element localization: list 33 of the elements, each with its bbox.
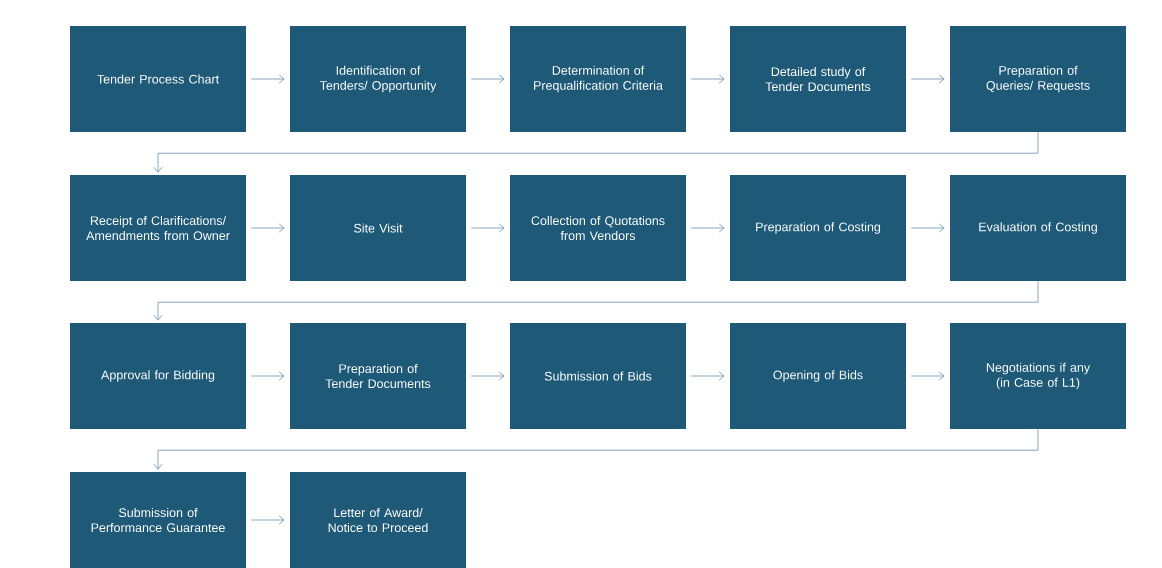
arrow: [153, 131, 1039, 173]
arrow: [498, 223, 505, 233]
arrow: [498, 371, 505, 381]
arrow: [718, 371, 725, 381]
arrow: [718, 74, 725, 84]
process-box: Detailed study of Tender Documents: [730, 26, 906, 132]
process-box: Evaluation of Costing: [950, 175, 1126, 281]
process-box: Site Visit: [290, 175, 466, 281]
process-box: Submission of Performance Guarantee: [70, 472, 246, 568]
arrow: [153, 280, 1039, 321]
process-box: Determination of Prequalification Criteria: [510, 26, 686, 132]
arrow: [498, 74, 505, 84]
arrow: [278, 515, 285, 525]
arrow: [938, 223, 945, 233]
process-box: Negotiations if any (in Case of L1): [950, 323, 1126, 429]
arrow: [278, 74, 285, 84]
process-box: Preparation of Queries/ Requests: [950, 26, 1126, 132]
process-box: Identification of Tenders/ Opportunity: [290, 26, 466, 132]
arrow: [278, 371, 285, 381]
arrow: [153, 428, 1039, 470]
arrow: [718, 223, 725, 233]
arrow: [938, 371, 945, 381]
process-box: Approval for Bidding: [70, 323, 246, 429]
process-box: Preparation of Costing: [730, 175, 906, 281]
process-box: Letter of Award/ Notice to Proceed: [290, 472, 466, 568]
process-box: Tender Process Chart: [70, 26, 246, 132]
arrow: [278, 223, 285, 233]
process-box: Opening of Bids: [730, 323, 906, 429]
process-box: Collection of Quotations from Vendors: [510, 175, 686, 281]
process-box: Receipt of Clarifications/ Amendments from Owner: [70, 175, 246, 281]
process-box: Preparation of Tender Documents: [290, 323, 466, 429]
arrow: [938, 74, 945, 84]
process-box: Submission of Bids: [510, 323, 686, 429]
